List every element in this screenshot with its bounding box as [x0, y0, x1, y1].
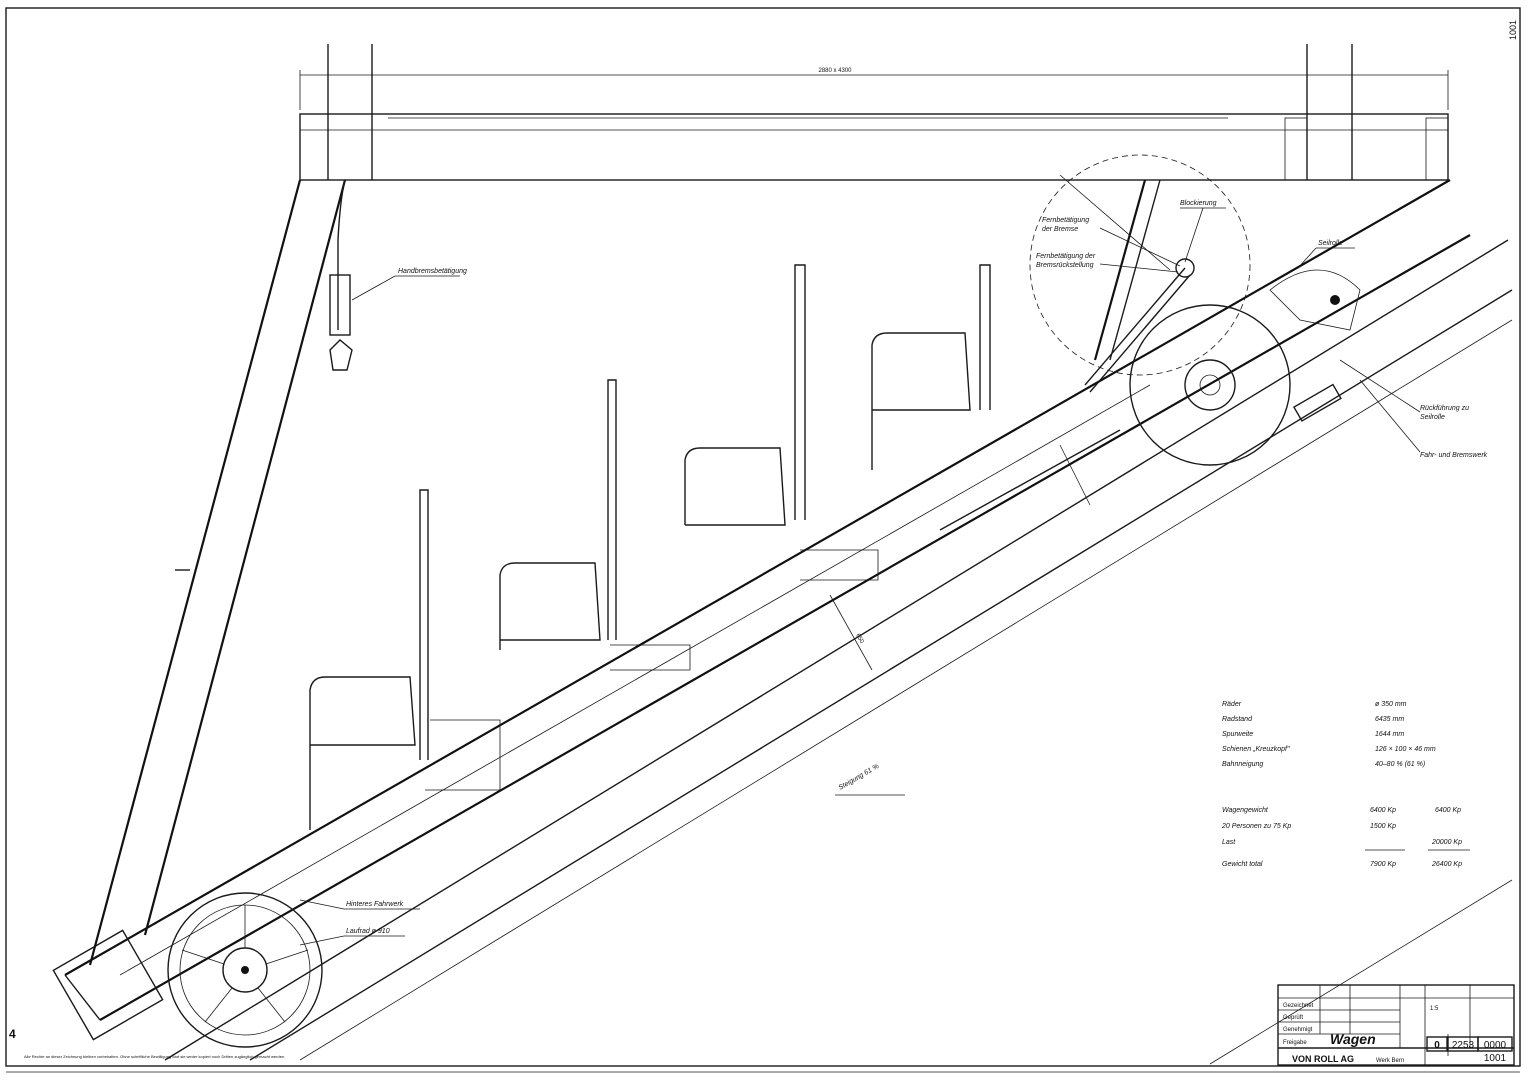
tb-company: VON ROLL AG	[1292, 1054, 1354, 1064]
tb-row-drawn: Gezeichnet	[1283, 1003, 1314, 1009]
tb-dept: Werk Bern	[1376, 1058, 1404, 1064]
callout-drive-brake: Fahr- und Bremswerk	[1420, 452, 1488, 459]
callout-remote-brake-3: Fernbetätigung der	[1036, 253, 1096, 260]
callout-remote-brake-2: der Bremse	[1042, 226, 1078, 233]
title-block: Gezeichnet Geprüft Genehmigt Freigabe 1:…	[1277, 984, 1515, 1066]
rear-strut	[88, 179, 353, 966]
callout-blocking: Blockierung	[1180, 200, 1217, 207]
tb-sheet-no: 1001	[1484, 1053, 1507, 1064]
spec-value-1: 6435 mm	[1375, 716, 1404, 723]
callout-return-2: Seilrolle	[1420, 414, 1445, 421]
tb-scale: 1:5	[1430, 1006, 1439, 1012]
dimension-diag: 650	[854, 633, 865, 645]
drive-brake-unit	[939, 154, 1361, 531]
callout-hand-brake: Handbremsbetätigung	[398, 268, 467, 275]
callout-wheel: Laufrad ø 910	[346, 928, 390, 935]
tb-row-checked: Geprüft	[1283, 1015, 1303, 1021]
weight-v2-2: 20000 Kp	[1431, 839, 1462, 846]
tb-revision: 0	[1434, 1040, 1440, 1051]
spec-label-2: Spurweite	[1222, 731, 1253, 738]
spec-label-4: Bahnneigung	[1222, 761, 1263, 768]
seat-rows	[309, 264, 991, 830]
tb-row-release: Freigabe	[1283, 1040, 1307, 1046]
callouts: Handbremsbetätigung Fernbetätigung der B…	[299, 200, 1488, 946]
weight-v2-0: 6400 Kp	[1435, 807, 1461, 814]
callout-remote-brake-1: Fernbetätigung	[1042, 217, 1089, 224]
weight-v1-3: 7900 Kp	[1370, 861, 1396, 868]
chassis-beam	[52, 179, 1471, 1041]
spec-value-3: 126 × 100 × 46 mm	[1375, 746, 1436, 753]
weight-v2-3: 26400 Kp	[1431, 861, 1462, 868]
callout-remote-brake-4: Bremsrückstellung	[1036, 262, 1094, 269]
spec-table: Räder ø 350 mm Radstand 6435 mm Spurweit…	[1222, 701, 1436, 768]
weights-table: Wagengewicht 6400 Kp 6400 Kp 20 Personen…	[1221, 807, 1470, 868]
roof-frame	[299, 44, 1449, 181]
tb-title: Wagen	[1330, 1031, 1376, 1047]
track-rails	[164, 239, 1513, 1065]
tb-drawing-no: 2253	[1452, 1040, 1475, 1051]
front-strut	[1093, 179, 1147, 361]
dimension-top: 2880 x 4300	[818, 68, 852, 74]
weight-label-0: Wagengewicht	[1222, 807, 1269, 814]
drawing-frame	[5, 7, 1521, 1067]
spec-label-3: Schienen „Kreuzkopf"	[1222, 746, 1290, 753]
tb-drawing-suffix: 0000	[1484, 1040, 1507, 1051]
spec-value-0: ø 350 mm	[1375, 701, 1407, 708]
spec-label-1: Radstand	[1222, 716, 1253, 723]
tb-row-approved: Genehmigt	[1283, 1027, 1313, 1033]
edge-mark: 4	[9, 1027, 16, 1041]
rear-wheel	[167, 892, 323, 1048]
footnote: Alle Rechte an dieser Zeichnung bleiben …	[24, 1054, 285, 1059]
corner-number: 1001	[1508, 20, 1518, 40]
callout-return-1: Rückführung zu	[1420, 405, 1469, 412]
weight-label-1: 20 Personen zu 75 Kp	[1221, 823, 1291, 830]
spec-label-0: Räder	[1222, 701, 1242, 708]
weight-v1-0: 6400 Kp	[1370, 807, 1396, 814]
callout-rear-chassis: Hinteres Fahrwerk	[346, 901, 404, 908]
hand-brake-handle	[329, 339, 353, 371]
weight-v1-1: 1500 Kp	[1370, 823, 1396, 830]
spec-value-2: 1644 mm	[1375, 731, 1404, 738]
weight-label-2: Last	[1222, 839, 1236, 846]
spec-value-4: 40–80 % (61 %)	[1375, 761, 1425, 768]
incline-label: Steigung 61 %	[838, 763, 881, 792]
callout-rope-pulley: Seilrolle	[1318, 240, 1343, 247]
hand-brake-cylinder	[329, 274, 351, 336]
weight-label-3: Gewicht total	[1222, 861, 1263, 868]
